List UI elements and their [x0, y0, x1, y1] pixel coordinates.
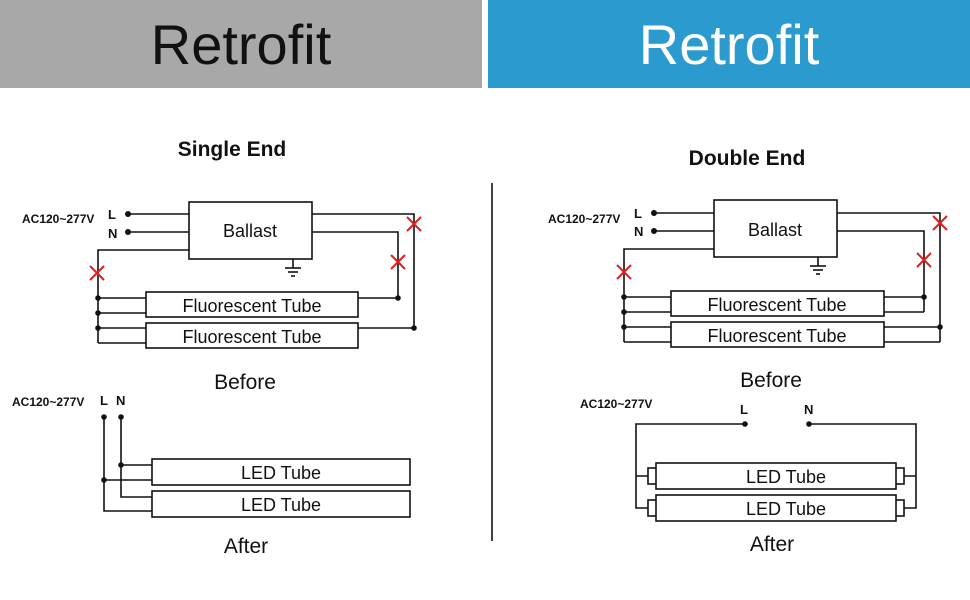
led-tube-label: LED Tube — [746, 467, 826, 487]
cut-mark-icon — [932, 215, 948, 231]
ballast-box — [188, 201, 313, 260]
banner-left: Retrofit — [0, 0, 482, 88]
double-end-panel: Double End AC120~277V L N Ballast — [548, 147, 948, 556]
before-caption: Before — [740, 369, 802, 392]
led-tube — [151, 458, 411, 486]
single-end-panel: Single End AC120~277V L N Ballast — [12, 138, 422, 558]
neutral-label: N — [108, 226, 117, 241]
banner-right: Retrofit — [488, 0, 970, 88]
line-label: L — [100, 393, 108, 408]
fluorescent-tube — [145, 322, 359, 349]
supply-label: AC120~277V — [580, 397, 652, 411]
double-end-title: Double End — [689, 147, 806, 170]
before-caption: Before — [214, 371, 276, 394]
wire — [312, 213, 415, 328]
cut-mark-icon — [89, 265, 105, 281]
supply-label: AC120~277V — [12, 395, 84, 409]
line-label: L — [108, 207, 116, 222]
after-caption: After — [224, 535, 268, 558]
tube-label: Fluorescent Tube — [182, 327, 321, 347]
ground-icon — [285, 259, 301, 277]
ground-icon — [810, 257, 826, 275]
cut-mark-icon — [390, 254, 406, 270]
line-label: L — [634, 206, 642, 221]
neutral-label: N — [116, 393, 125, 408]
led-tube-label: LED Tube — [746, 499, 826, 519]
ballast-box — [713, 199, 838, 258]
fluorescent-tube — [145, 291, 359, 318]
ballast-label: Ballast — [223, 221, 277, 241]
wire — [103, 417, 152, 512]
wire — [809, 423, 917, 509]
led-tube-label: LED Tube — [241, 495, 321, 515]
supply-label: AC120~277V — [548, 212, 620, 226]
led-tube-label: LED Tube — [241, 463, 321, 483]
cut-mark-icon — [616, 264, 632, 280]
neutral-label: N — [804, 402, 813, 417]
led-tube — [647, 494, 905, 522]
banner-left-title: Retrofit — [150, 12, 332, 76]
wire — [837, 212, 941, 342]
fluorescent-tube — [670, 321, 885, 348]
wire — [312, 231, 399, 298]
cut-mark-icon — [406, 216, 422, 232]
tube-label: Fluorescent Tube — [182, 296, 321, 316]
led-tube — [647, 462, 905, 490]
line-label: L — [740, 402, 748, 417]
tube-label: Fluorescent Tube — [707, 295, 846, 315]
cut-mark-icon — [916, 252, 932, 268]
wire — [635, 423, 745, 509]
supply-label: AC120~277V — [22, 212, 94, 226]
fluorescent-tube — [670, 290, 885, 317]
tube-label: Fluorescent Tube — [707, 326, 846, 346]
ballast-label: Ballast — [748, 220, 802, 240]
led-tube — [151, 490, 411, 518]
after-caption: After — [750, 533, 794, 556]
wire — [837, 230, 925, 312]
neutral-label: N — [634, 224, 643, 239]
single-end-title: Single End — [178, 138, 287, 161]
wire — [120, 417, 152, 498]
banner-right-title: Retrofit — [638, 12, 820, 76]
